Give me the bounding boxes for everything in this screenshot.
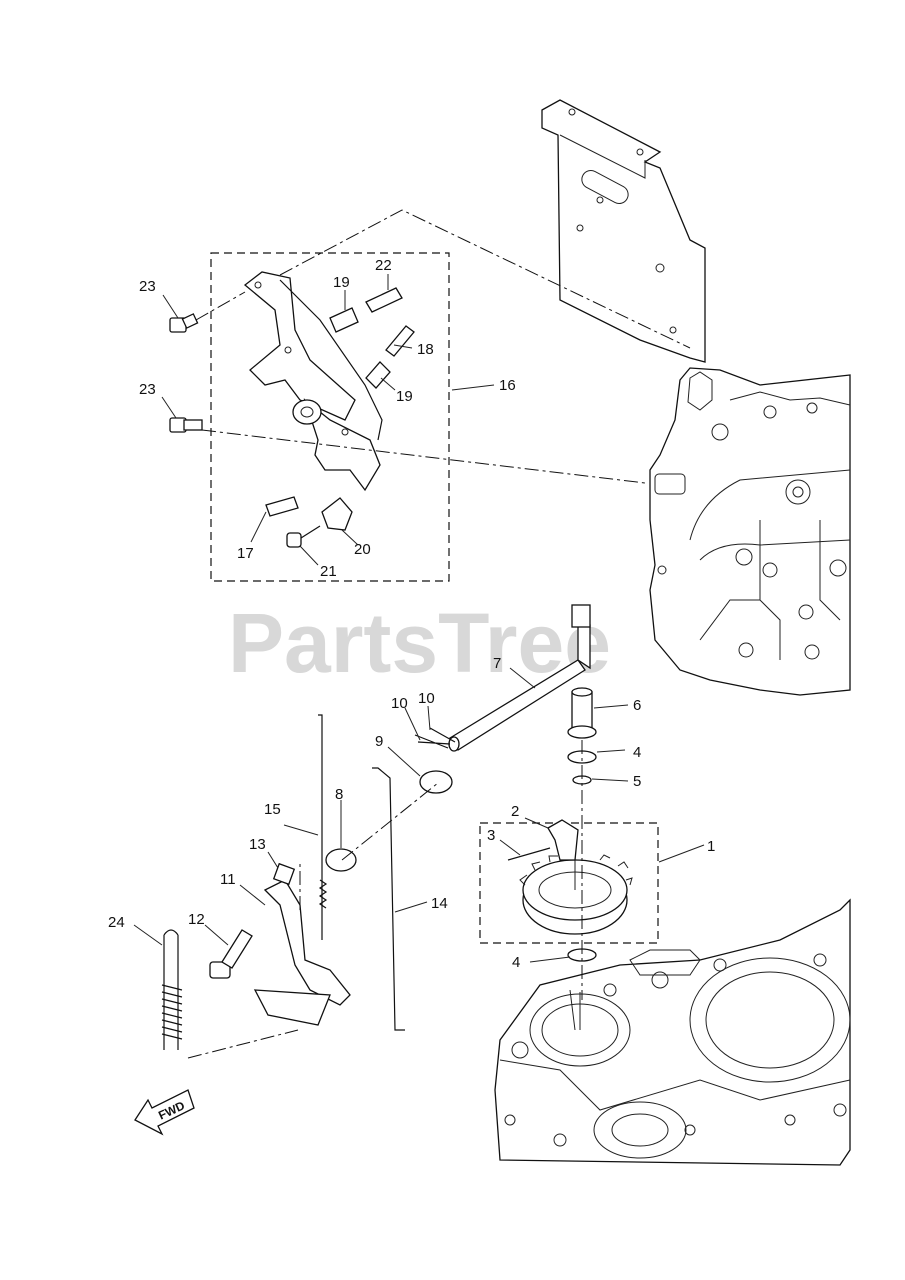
friction-spring-upper bbox=[329, 307, 359, 333]
bracket-bolt-lower bbox=[169, 417, 203, 433]
spring-ref-line bbox=[187, 1029, 299, 1059]
bracket-ref-line bbox=[279, 209, 691, 349]
friction-spring-lower bbox=[365, 361, 391, 389]
governor-sleeve bbox=[567, 687, 597, 739]
callout-6: 6 bbox=[633, 697, 641, 714]
callout-7: 7 bbox=[493, 655, 501, 672]
small-spring bbox=[265, 496, 299, 517]
callout-16: 16 bbox=[499, 377, 516, 394]
callout-15: 15 bbox=[264, 801, 281, 818]
governor-gear bbox=[519, 840, 633, 935]
callout-20: 20 bbox=[354, 541, 371, 558]
return-spring bbox=[161, 929, 183, 1050]
bolt-ref-line bbox=[201, 429, 646, 484]
callout-23-upper: 23 bbox=[139, 278, 156, 295]
throttle-rod bbox=[318, 714, 323, 940]
washer-ref-line bbox=[341, 782, 439, 861]
plate-screw bbox=[286, 525, 321, 548]
callout-10-left: 10 bbox=[391, 695, 408, 712]
callout-2: 2 bbox=[511, 803, 519, 820]
callout-18: 18 bbox=[417, 341, 434, 358]
mounting-bracket bbox=[541, 99, 706, 363]
callout-13: 13 bbox=[249, 836, 266, 853]
callout-3: 3 bbox=[487, 827, 495, 844]
cotter-clip bbox=[414, 727, 456, 749]
governor-lever bbox=[253, 879, 351, 1026]
forward-arrow: FWD bbox=[134, 1089, 195, 1136]
lever-bolt bbox=[209, 929, 253, 979]
callout-19-upper: 19 bbox=[333, 274, 350, 291]
pin bbox=[507, 847, 551, 861]
control-assembly-box bbox=[210, 252, 450, 582]
crankcase-cover bbox=[494, 898, 851, 1166]
control-bracket bbox=[243, 271, 383, 492]
adjust-screw bbox=[365, 287, 403, 313]
callout-19-lower: 19 bbox=[396, 388, 413, 405]
callout-10-right: 10 bbox=[418, 690, 435, 707]
callout-12: 12 bbox=[188, 911, 205, 928]
engine-block bbox=[649, 367, 851, 696]
callout-24: 24 bbox=[108, 914, 125, 931]
shaft-washer bbox=[419, 770, 453, 794]
callout-21: 21 bbox=[320, 563, 337, 580]
callout-4-upper: 4 bbox=[633, 744, 641, 761]
callout-8: 8 bbox=[335, 786, 343, 803]
callout-14: 14 bbox=[431, 895, 448, 912]
callout-4-lower: 4 bbox=[512, 954, 520, 971]
governor-assembly-box bbox=[479, 822, 659, 944]
upper-bolt-ref-line bbox=[195, 291, 246, 321]
lock-plate bbox=[321, 497, 353, 531]
lever-nut bbox=[272, 862, 296, 886]
rod-spring bbox=[318, 879, 328, 909]
watermark-text: PartsTree bbox=[228, 596, 611, 690]
callout-5: 5 bbox=[633, 773, 641, 790]
callout-23-lower: 23 bbox=[139, 381, 156, 398]
callout-9: 9 bbox=[375, 733, 383, 750]
callout-11: 11 bbox=[220, 871, 236, 888]
governor-rod bbox=[372, 767, 405, 1031]
leader-lines bbox=[133, 274, 705, 963]
callout-22: 22 bbox=[375, 257, 392, 274]
idle-screw bbox=[385, 325, 415, 357]
callout-1: 1 bbox=[707, 838, 715, 855]
governor-shaft bbox=[448, 604, 591, 752]
governor-weight bbox=[547, 819, 579, 861]
callout-17: 17 bbox=[237, 545, 254, 562]
bracket-bolt-upper bbox=[169, 313, 199, 333]
